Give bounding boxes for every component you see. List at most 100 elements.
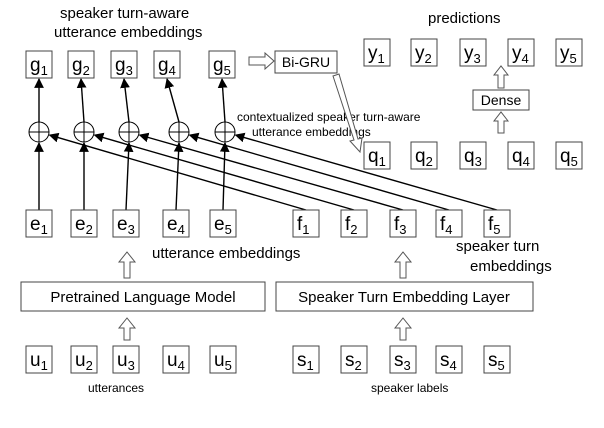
e-node-box: [162, 209, 190, 238]
f-to-sum-arrow-4: [188, 132, 450, 211]
plm-label: Pretrained Language Model: [50, 289, 235, 306]
s-node-3: s3: [389, 345, 417, 374]
dense-to-y-arrow: [492, 65, 510, 89]
u-to-plm-arrow: [117, 317, 137, 341]
y-node-2: y2: [410, 38, 438, 67]
g-node-label: g5: [213, 55, 231, 78]
s-node-box: [435, 345, 463, 374]
caption-speaker-turn-line2: embeddings: [470, 258, 552, 275]
e-to-sum-arrow-5: [219, 142, 230, 211]
u-node-label: u5: [214, 350, 232, 373]
q-node-1: q1: [363, 141, 391, 170]
caption-speaker-aware-line2: utterance embeddings: [54, 24, 202, 41]
e-to-sum-arrow-4: [173, 142, 184, 211]
e-node-label: e1: [30, 214, 48, 237]
q-node-4: q4: [507, 141, 535, 170]
y-node-box: [363, 38, 391, 67]
y-node-label: y4: [512, 43, 529, 66]
e-node-box: [70, 209, 98, 238]
s-node-box: [340, 345, 368, 374]
u-node-2: u2: [70, 345, 98, 374]
f-node-box: [389, 209, 417, 238]
e-node-5: e5: [209, 209, 237, 238]
g-to-bigru-arrow: [248, 51, 275, 71]
s-node-label: s4: [440, 350, 457, 373]
g-node-label: g3: [115, 55, 133, 78]
u-node-box: [25, 345, 53, 374]
caption-speaker-turn-line1: speaker turn: [456, 238, 539, 255]
f-node-1: f1: [292, 209, 320, 238]
f-node-2: f2: [340, 209, 368, 238]
y-node-4: y4: [507, 38, 535, 67]
u-node-box: [70, 345, 98, 374]
f-node-4: f4: [435, 209, 463, 238]
g-node-5: g5: [208, 50, 236, 79]
e-node-label: e5: [214, 214, 232, 237]
g-node-box: [110, 50, 138, 79]
s-node-box: [483, 345, 511, 374]
u-node-box: [112, 345, 140, 374]
s-node-2: s2: [340, 345, 368, 374]
q-to-dense-arrow: [492, 111, 510, 134]
g-node-3: g3: [110, 50, 138, 79]
edges-group: [34, 78, 498, 211]
e-node-1: e1: [25, 209, 53, 238]
e-node-4: e4: [162, 209, 190, 238]
ster-to-f-arrow: [393, 251, 413, 279]
f-node-label: f5: [488, 214, 501, 237]
ster-label: Speaker Turn Embedding Layer: [298, 289, 510, 306]
bigru-label: Bi-GRU: [282, 54, 330, 70]
sum-to-g-arrow-4: [164, 78, 180, 123]
caption-utterance-embeddings: utterance embeddings: [152, 245, 300, 262]
y-node-label: y3: [464, 43, 481, 66]
y-node-box: [555, 38, 583, 67]
f-node-box: [292, 209, 320, 238]
q-node-label: q1: [368, 146, 386, 169]
f-node-box: [435, 209, 463, 238]
f-node-label: f1: [297, 214, 310, 237]
y-node-box: [507, 38, 535, 67]
s-node-1: s1: [292, 345, 320, 374]
sum-node-1: [28, 121, 50, 143]
g-node-2: g2: [67, 50, 95, 79]
y-node-label: y5: [560, 43, 577, 66]
q-node-box: [507, 141, 535, 170]
e-node-label: e2: [75, 214, 93, 237]
u-node-label: u2: [75, 350, 93, 373]
e-node-label: e3: [117, 214, 135, 237]
sum-nodes-group: [28, 121, 236, 143]
dense-box: [472, 89, 530, 111]
s-node-4: s4: [435, 345, 463, 374]
bigru-box: [274, 50, 338, 74]
caption-contextualized-line2: utterance embeddings: [252, 125, 371, 139]
g-node-box: [25, 50, 53, 79]
q-node-label: q4: [512, 146, 530, 169]
g-node-box: [67, 50, 95, 79]
y-node-label: y1: [368, 43, 385, 66]
caption-contextualized-line1: contextualized speaker turn-aware: [237, 110, 421, 124]
y-node-1: y1: [363, 38, 391, 67]
bigru-to-q-arrow: [332, 73, 363, 154]
s-node-box: [389, 345, 417, 374]
u-node-5: u5: [209, 345, 237, 374]
ster-box: [275, 281, 534, 312]
u-node-4: u4: [162, 345, 190, 374]
f-node-box: [483, 209, 511, 238]
s-node-box: [292, 345, 320, 374]
y-node-box: [410, 38, 438, 67]
y-node-5: y5: [555, 38, 583, 67]
y-node-box: [459, 38, 487, 67]
caption-speaker-labels: speaker labels: [371, 381, 448, 395]
y-node-label: y2: [415, 43, 432, 66]
u-node-label: u4: [167, 350, 185, 373]
q-node-5: q5: [555, 141, 583, 170]
s-to-ster-arrow: [393, 317, 413, 341]
g-node-label: g4: [158, 55, 176, 78]
f-to-sum-arrow-5: [234, 132, 498, 211]
q-node-box: [410, 141, 438, 170]
g-node-box: [208, 50, 236, 79]
s-node-label: s3: [394, 350, 411, 373]
sum-to-g-arrow-2: [76, 78, 87, 123]
sum-node-4: [168, 121, 190, 143]
